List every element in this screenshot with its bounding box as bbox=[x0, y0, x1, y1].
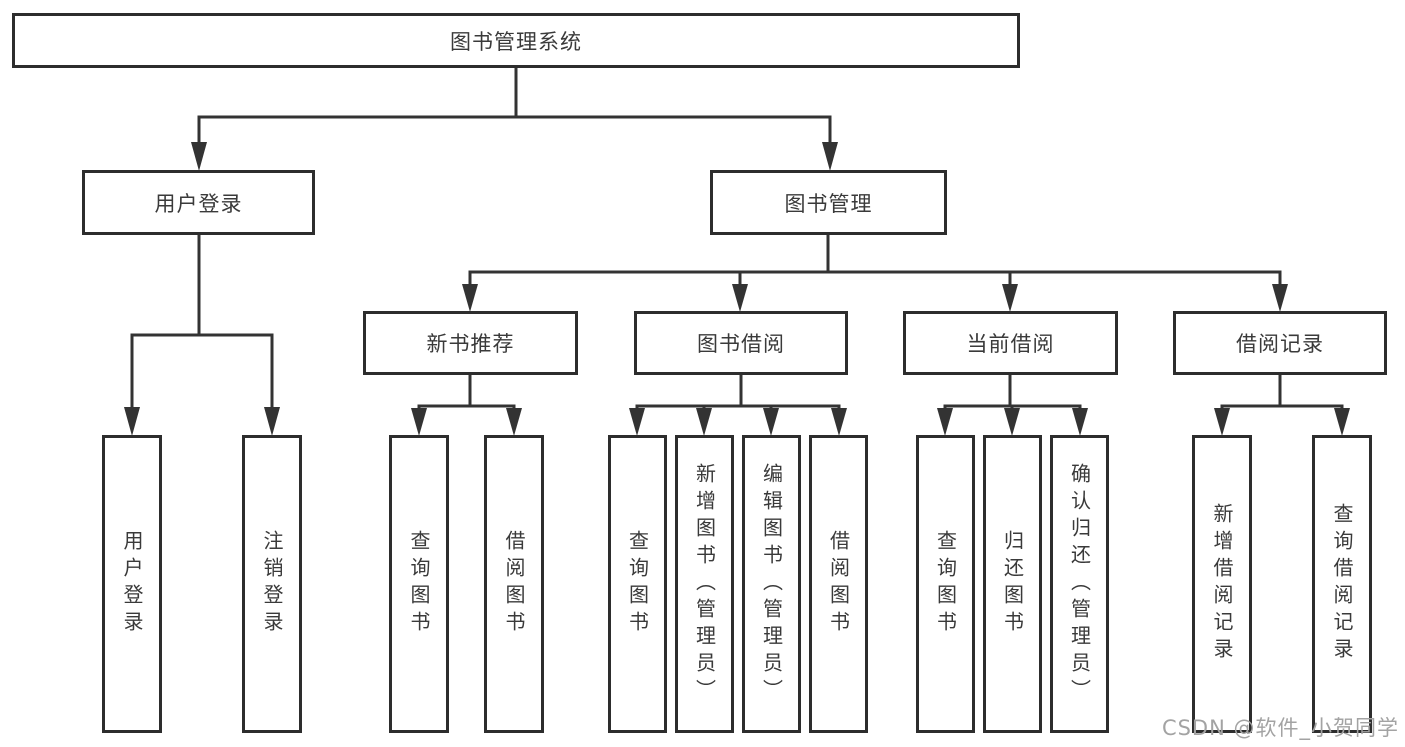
leaf-query-book-current: 查询图书 bbox=[916, 435, 975, 733]
leaf-label: 查询图书 bbox=[407, 530, 431, 638]
node-label: 借阅记录 bbox=[1236, 332, 1324, 356]
leaf-label: 归还图书 bbox=[1000, 530, 1025, 638]
leaf-label: 注销登录 bbox=[260, 530, 284, 638]
leaf-edit-book-admin: 编辑图书（管理员） bbox=[742, 435, 801, 733]
leaf-query-book-borrow: 查询图书 bbox=[608, 435, 667, 733]
node-user-login: 用户登录 bbox=[82, 170, 315, 235]
node-current-borrow: 当前借阅 bbox=[903, 311, 1118, 375]
node-borrow-record: 借阅记录 bbox=[1173, 311, 1387, 375]
node-book-borrow: 图书借阅 bbox=[634, 311, 848, 375]
node-label: 图书管理 bbox=[784, 191, 873, 216]
leaf-label: 用户登录 bbox=[120, 530, 144, 638]
node-label: 图书借阅 bbox=[697, 332, 785, 356]
leaf-label: 确认归还（管理员） bbox=[1067, 462, 1092, 706]
leaf-confirm-return-admin: 确认归还（管理员） bbox=[1050, 435, 1109, 733]
leaf-user-login: 用户登录 bbox=[102, 435, 162, 733]
leaf-add-book-admin: 新增图书（管理员） bbox=[675, 435, 734, 733]
node-label: 图书管理系统 bbox=[450, 29, 582, 54]
node-label: 当前借阅 bbox=[966, 332, 1055, 356]
node-label: 用户登录 bbox=[154, 191, 243, 216]
node-new-book-recommend: 新书推荐 bbox=[363, 311, 578, 375]
leaf-query-borrow-record: 查询借阅记录 bbox=[1312, 435, 1372, 733]
leaf-label: 编辑图书（管理员） bbox=[759, 462, 784, 706]
leaf-label: 新增图书（管理员） bbox=[692, 462, 717, 706]
leaf-return-book: 归还图书 bbox=[983, 435, 1042, 733]
leaf-label: 查询借阅记录 bbox=[1330, 503, 1354, 665]
leaf-borrow-book-recommend: 借阅图书 bbox=[484, 435, 544, 733]
csdn-watermark: CSDN @软件_小贺同学 bbox=[1161, 716, 1399, 740]
leaf-label: 借阅图书 bbox=[502, 530, 526, 638]
node-label: 新书推荐 bbox=[426, 332, 515, 356]
leaf-label: 查询图书 bbox=[933, 530, 958, 638]
leaf-logout: 注销登录 bbox=[242, 435, 302, 733]
leaf-label: 借阅图书 bbox=[826, 530, 851, 638]
node-book-management: 图书管理 bbox=[710, 170, 947, 235]
leaf-query-book-recommend: 查询图书 bbox=[389, 435, 449, 733]
leaf-label: 新增借阅记录 bbox=[1210, 503, 1234, 665]
node-library-management-system: 图书管理系统 bbox=[12, 13, 1020, 68]
leaf-label: 查询图书 bbox=[625, 530, 650, 638]
leaf-borrow-book: 借阅图书 bbox=[809, 435, 868, 733]
leaf-add-borrow-record: 新增借阅记录 bbox=[1192, 435, 1252, 733]
